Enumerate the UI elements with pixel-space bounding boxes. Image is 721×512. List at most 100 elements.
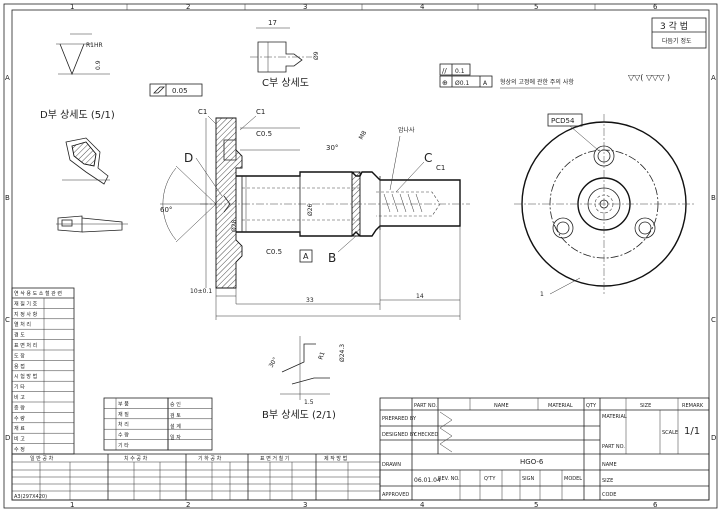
- approval-row-label: 부 품: [118, 401, 129, 407]
- inner-border: [11, 9, 710, 501]
- hdr-material: MATERIAL: [548, 403, 573, 409]
- row-approved: APPROVED: [382, 492, 409, 498]
- left-table-row-label: 경 도: [14, 332, 25, 339]
- size-label: SIZE: [602, 478, 613, 484]
- chamfer-4: C0.5: [266, 248, 282, 256]
- col-2: 2: [186, 3, 190, 11]
- tolerance-table: 일 반 공 차 치 수 공 차 기 하 공 차 표 면 거 칠 기 제 작 방 …: [11, 453, 381, 501]
- col-6-bottom: 6: [653, 501, 658, 509]
- sign-label: SIGN: [522, 476, 535, 482]
- col-3-bottom: 3: [303, 501, 307, 509]
- b-detail-ang: 30°: [268, 356, 279, 369]
- approval-col-label: 일 자: [170, 434, 181, 441]
- outer-border: [3, 3, 718, 509]
- row-a-left: A: [5, 74, 10, 82]
- row-checked: CHECKED: [414, 432, 438, 438]
- left-table-row-label: 기 타: [14, 384, 25, 391]
- finish-grade-label: 다듬기 정도: [662, 37, 692, 45]
- row-b-left: B: [5, 194, 10, 202]
- approval-col-label: 승 인: [170, 401, 181, 408]
- b-detail-len: 1.5: [304, 399, 314, 406]
- approval-row-label: 재 질: [118, 411, 129, 418]
- approval-row-label: 처 리: [118, 421, 129, 428]
- col-6: 6: [653, 3, 658, 11]
- group-rough: 표 면 거 칠 기: [260, 455, 289, 462]
- code-label: CODE: [602, 492, 616, 498]
- scale-label: SCALE: [662, 430, 678, 436]
- left-table-row-label: 시 험 방 법: [14, 373, 37, 380]
- row-prepared: PREPARED BY: [382, 416, 417, 422]
- main-section-view: [160, 117, 470, 289]
- position-value: Ø0.1: [455, 80, 469, 87]
- label-b: B: [328, 251, 336, 265]
- hdr-name: NAME: [494, 403, 509, 409]
- b-detail-title: B부 상세도 (2/1): [262, 409, 336, 421]
- drawn-date: 06.01.04: [414, 477, 441, 484]
- group-geo: 기 하 공 차: [198, 455, 222, 462]
- d-section-sketch: [56, 137, 128, 233]
- chamfer-2: C1: [256, 108, 265, 116]
- left-table-row-label: 수 량: [14, 415, 25, 422]
- qty-label: Q'TY: [484, 476, 496, 482]
- angle-30: 30°: [326, 144, 338, 152]
- col-1-bottom: 1: [70, 501, 74, 509]
- d-detail-angle: R1HR: [86, 42, 103, 49]
- dim-flange-thickness: 10±0.1: [190, 288, 212, 295]
- b-detail-view: R1 Ø24.3 1.5 30° B부 상세도 (2/1): [262, 336, 346, 421]
- left-table-row-label: 지 정 사 항: [14, 311, 38, 318]
- left-table-row-label: 비 고: [14, 394, 25, 401]
- approval-row-label: 기 타: [118, 442, 129, 449]
- b-detail-dia: Ø24.3: [339, 344, 346, 362]
- flatness-frame: 0.05: [149, 83, 203, 97]
- left-table-row-label: 표 면 처 리: [14, 342, 37, 349]
- row-a-right: A: [711, 74, 716, 82]
- left-table-row-label: 수 정: [14, 446, 25, 453]
- part-no-label: PART NO.: [602, 444, 625, 450]
- dia-right: Ø26: [307, 203, 314, 216]
- position-note: 형상의 고정에 관한 주의 사항: [500, 78, 574, 86]
- position-datum: A: [483, 80, 488, 87]
- thread-size: M8: [358, 130, 369, 141]
- group-general: 일 반 공 차: [30, 455, 54, 462]
- angle-60: 60°: [160, 206, 172, 214]
- d-detail-height: 0.9: [95, 60, 102, 70]
- name-label: NAME: [602, 462, 617, 468]
- col-2-bottom: 2: [186, 501, 190, 509]
- chamfer-3: C0.5: [256, 130, 272, 138]
- left-table-row-label: 도 장: [14, 352, 25, 359]
- row-drawn: DRAWN: [382, 462, 401, 468]
- parallel-value: 0.1: [455, 68, 465, 75]
- c-detail-title: C부 상세도: [262, 77, 309, 89]
- left-table-rows: 재 질 기 호지 정 사 항열 처 리경 도표 면 처 리도 장용 접시 험 방…: [12, 300, 74, 455]
- hdr-qty: QTY: [586, 403, 597, 409]
- group-dim: 치 수 공 차: [124, 455, 148, 462]
- left-table-row-label: 열 처 리: [14, 321, 31, 328]
- col-5-bottom: 5: [534, 501, 538, 509]
- left-table-row-label: 재 료: [14, 425, 25, 432]
- material-label: MATERIAL: [602, 414, 627, 420]
- row-designed: DESIGNED BY: [382, 432, 417, 438]
- rev-label: REV. NO.: [438, 476, 460, 482]
- row-b-right: B: [711, 194, 716, 202]
- hdr-part-no: PART NO.: [414, 403, 437, 409]
- d-detail-title: D부 상세도 (5/1): [40, 109, 115, 121]
- side-view: PCD54 1: [514, 113, 694, 298]
- position-symbol: ⊕: [442, 79, 448, 87]
- label-d: D: [184, 151, 193, 165]
- col-4-bottom: 4: [420, 501, 425, 509]
- flatness-value: 0.05: [172, 87, 188, 95]
- geometric-tolerance-frames: // 0.1 ⊕ Ø0.1 A 형상의 고정에 관한 주의 사항: [439, 63, 574, 89]
- d-detail-view: R1HR 0.9 D부 상세도 (5/1): [40, 33, 115, 121]
- row-c-left: C: [5, 316, 10, 324]
- left-table-row-label: 중 량: [14, 404, 25, 411]
- parallel-symbol: //: [442, 67, 447, 75]
- drawing-number: HGO-6: [520, 458, 544, 466]
- projection-method: 3 각 법: [660, 20, 688, 32]
- surface-finish-symbol: ▽▽( ▽▽▽ ): [628, 73, 670, 82]
- chamfer-1: C1: [198, 108, 207, 116]
- datum-a: A: [303, 252, 309, 261]
- row-d-right: D: [711, 434, 716, 442]
- scale-value: 1/1: [684, 426, 700, 437]
- ref-1: 1: [540, 291, 544, 298]
